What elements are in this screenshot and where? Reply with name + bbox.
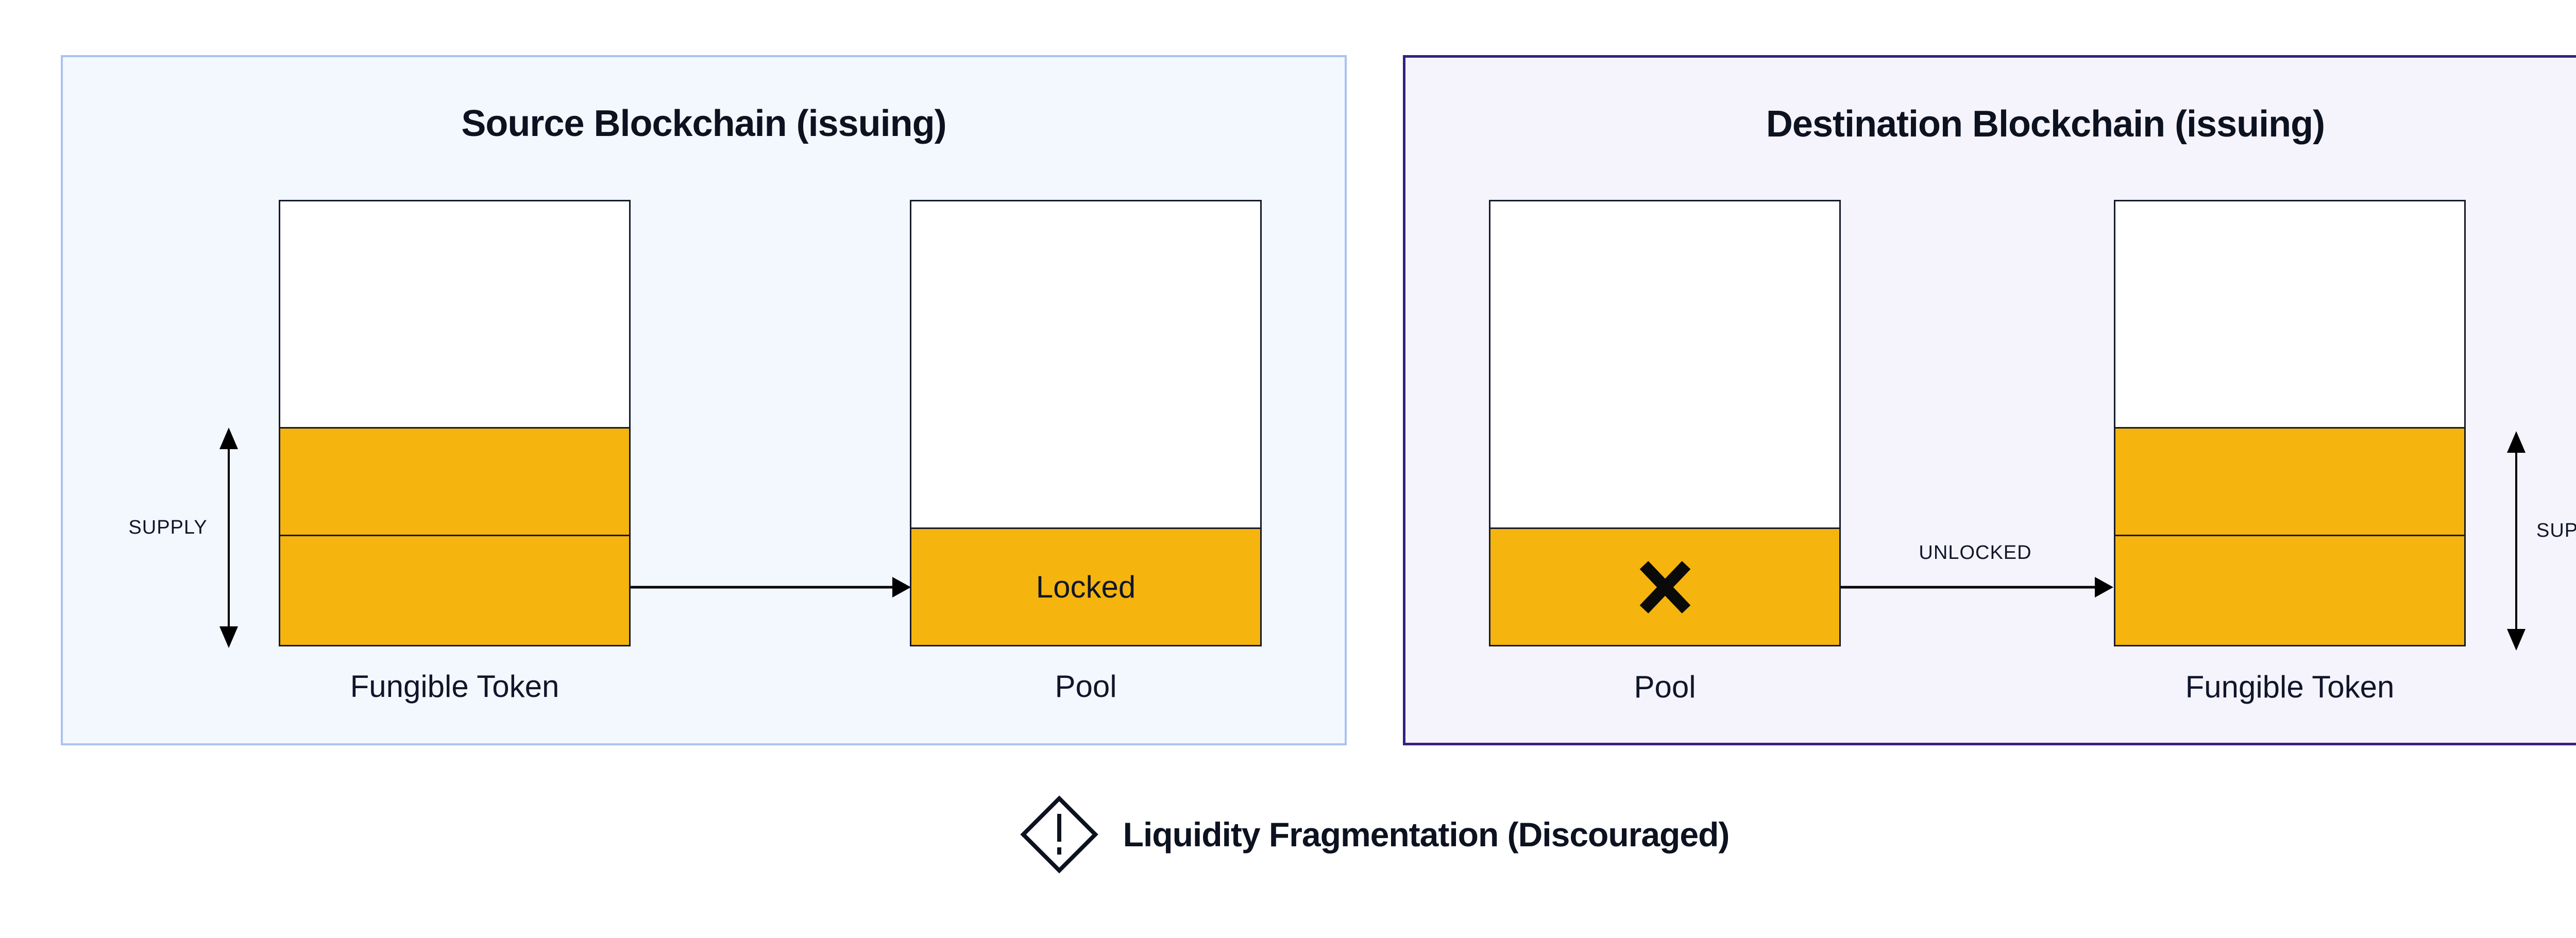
destination-fungible-token-bar [2114, 200, 2466, 646]
empty-pool-area [1490, 201, 1839, 527]
supply-segment-lower [2115, 535, 2464, 645]
supply-segment-lower [280, 535, 629, 645]
destination-panel-title: Destination Blockchain (issuing) [1766, 104, 2325, 145]
caption: Liquidity Fragmentation (Discouraged) [0, 793, 2576, 876]
lock-transfer-arrow [631, 577, 911, 598]
supply-segment-upper [2115, 427, 2464, 535]
destination-blockchain-panel: Destination Blockchain (issuing) Pool Fu… [1403, 55, 2576, 745]
source-fungible-token-bar [279, 200, 631, 646]
source-pool-bar: Locked [910, 200, 1262, 646]
unlocked-label: UNLOCKED [1919, 542, 2032, 564]
source-panel-title: Source Blockchain (issuing) [461, 103, 946, 144]
destination-fungible-token-label: Fungible Token [2185, 670, 2395, 704]
destination-supply-label: SUPPLY [2536, 520, 2576, 541]
locked-segment: Locked [911, 527, 1260, 645]
source-blockchain-panel: Source Blockchain (issuing) Fungible Tok… [61, 55, 1347, 745]
destination-pool-label: Pool [1634, 670, 1696, 704]
empty-supply-area [280, 201, 629, 427]
warning-diamond-icon [1020, 795, 1098, 874]
supply-segment-upper [280, 427, 629, 535]
empty-pool-area [911, 201, 1260, 527]
supply-range-arrow [2507, 431, 2526, 651]
source-pool-label: Pool [1055, 669, 1117, 704]
unlock-transfer-arrow [1841, 577, 2113, 598]
locked-label: Locked [1036, 570, 1136, 604]
supply-range-arrow [219, 428, 238, 648]
source-fungible-token-label: Fungible Token [350, 669, 560, 704]
source-supply-label: SUPPLY [128, 517, 208, 538]
cross-icon [1639, 560, 1690, 613]
destination-pool-bar [1489, 200, 1841, 646]
crossed-pool-segment [1490, 527, 1839, 645]
empty-supply-area [2115, 201, 2464, 427]
caption-text: Liquidity Fragmentation (Discouraged) [1123, 815, 1730, 854]
